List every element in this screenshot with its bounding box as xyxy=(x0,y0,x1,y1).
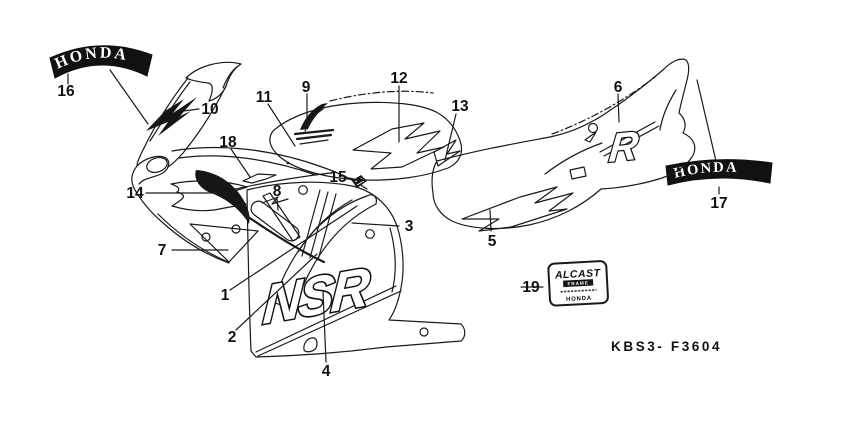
leader-lines xyxy=(145,85,620,363)
headlight-hole xyxy=(146,156,168,174)
windscreen-stripe-mark xyxy=(146,97,197,136)
callout-1: 1 xyxy=(221,287,230,304)
callout-15: 15 xyxy=(329,169,347,186)
alcast-footer-text: HONDA xyxy=(566,296,592,303)
callout-17: 17 xyxy=(710,195,727,212)
callout-14: 14 xyxy=(126,185,144,202)
callout-numbers: 1 2 3 4 5 6 7 8 9 10 11 12 13 14 15 16 1… xyxy=(57,70,727,380)
callout-2: 2 xyxy=(228,329,237,346)
side-cover-stripe-mark xyxy=(461,186,574,232)
callout-7: 7 xyxy=(158,242,167,259)
nose-wave-stripe xyxy=(170,180,248,212)
alcast-sticker: ALCAST FRAME HONDA xyxy=(547,260,609,307)
alcast-bar-text: FRAME xyxy=(567,280,589,286)
middle-marks-art xyxy=(242,173,367,261)
lower-nose-panel xyxy=(189,223,259,263)
honda-wing-icon xyxy=(293,103,335,145)
callout-10: 10 xyxy=(201,101,218,118)
callout-4: 4 xyxy=(322,363,331,380)
callout-9: 9 xyxy=(302,79,311,96)
callout-6: 6 xyxy=(614,79,623,96)
callout-18: 18 xyxy=(219,134,237,151)
callout-13: 13 xyxy=(451,98,469,115)
callout-12: 12 xyxy=(390,70,407,87)
tail-cover-art: R xyxy=(431,58,696,232)
callout-3: 3 xyxy=(405,218,414,235)
drawing-code: KBS3- F3604 xyxy=(611,339,722,354)
tank-stripe-mark xyxy=(352,122,445,170)
honda-sticker-right: HONDA xyxy=(665,79,773,195)
alcast-brand-text: ALCAST xyxy=(554,267,602,281)
honda-logo-left-text: HONDA xyxy=(52,45,129,73)
upper-cowl-art xyxy=(131,61,368,264)
callout-11: 11 xyxy=(256,89,273,106)
r-mark-graphic: R xyxy=(584,121,660,172)
callout-19: 19 xyxy=(522,279,540,296)
lower-fairing-art: NSR xyxy=(246,181,466,358)
callout-8: 8 xyxy=(273,183,282,200)
callout-5: 5 xyxy=(488,233,497,250)
svg-text:R: R xyxy=(607,122,641,171)
nsr-graphic: NSR xyxy=(261,255,372,337)
mark-18-strip xyxy=(242,173,277,184)
callout-16: 16 xyxy=(57,83,75,100)
fuel-tank-art xyxy=(269,90,463,181)
